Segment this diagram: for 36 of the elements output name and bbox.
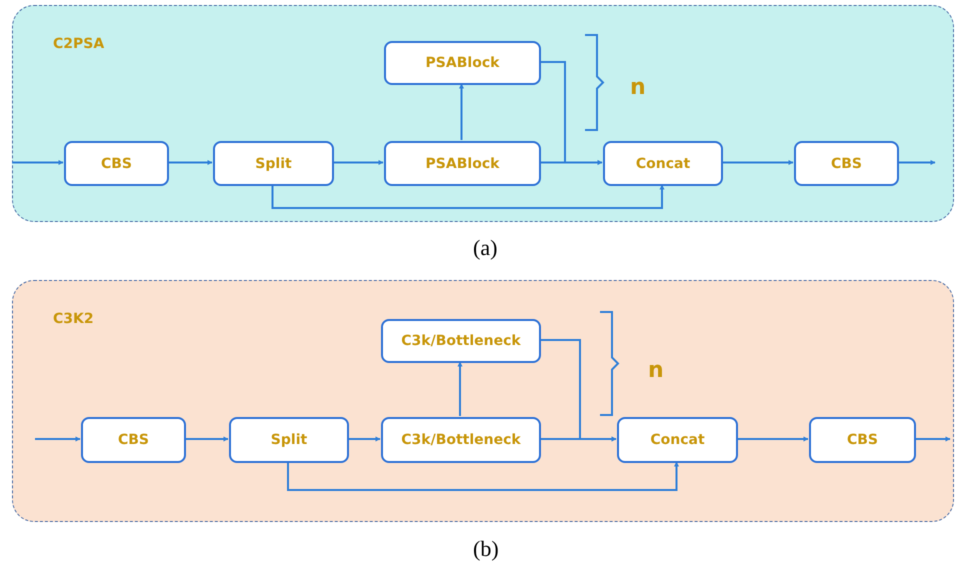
arrow [540,61,602,165]
block-box: Split [229,417,349,463]
arrow [459,84,464,140]
panel-title: C3K2 [53,311,94,327]
block-box: CBS [809,417,916,463]
block-box: CBS [81,417,186,463]
arrow [898,160,936,165]
arrow [35,436,80,442]
module-panel [12,280,954,522]
block-box: C3k/Bottleneck [381,319,541,363]
arrow [915,436,950,442]
arrow [540,339,616,442]
subfigure-caption: (a) [473,235,498,261]
subfigure-caption: (b) [473,536,499,562]
block-box: CBS [64,141,169,186]
arrow [458,362,462,416]
repeat-count: n [630,75,646,100]
block-box: CBS [794,141,899,186]
arrow [348,436,380,442]
panel-title: C2PSA [53,36,104,52]
block-box: C3k/Bottleneck [381,417,541,463]
arrow [168,160,212,165]
arrow [737,436,808,442]
arrow [287,462,679,491]
block-box: PSABlock [384,41,541,85]
block-box: Concat [617,417,738,463]
block-box: Concat [603,141,723,186]
module-panel [12,5,954,222]
arrow [722,160,794,165]
arrow [185,436,228,442]
repeat-count: n [648,358,664,383]
arrow [272,184,664,209]
arrow [333,160,384,165]
arrow [12,160,64,165]
block-box: PSABlock [384,141,541,186]
block-box: Split [213,141,334,186]
